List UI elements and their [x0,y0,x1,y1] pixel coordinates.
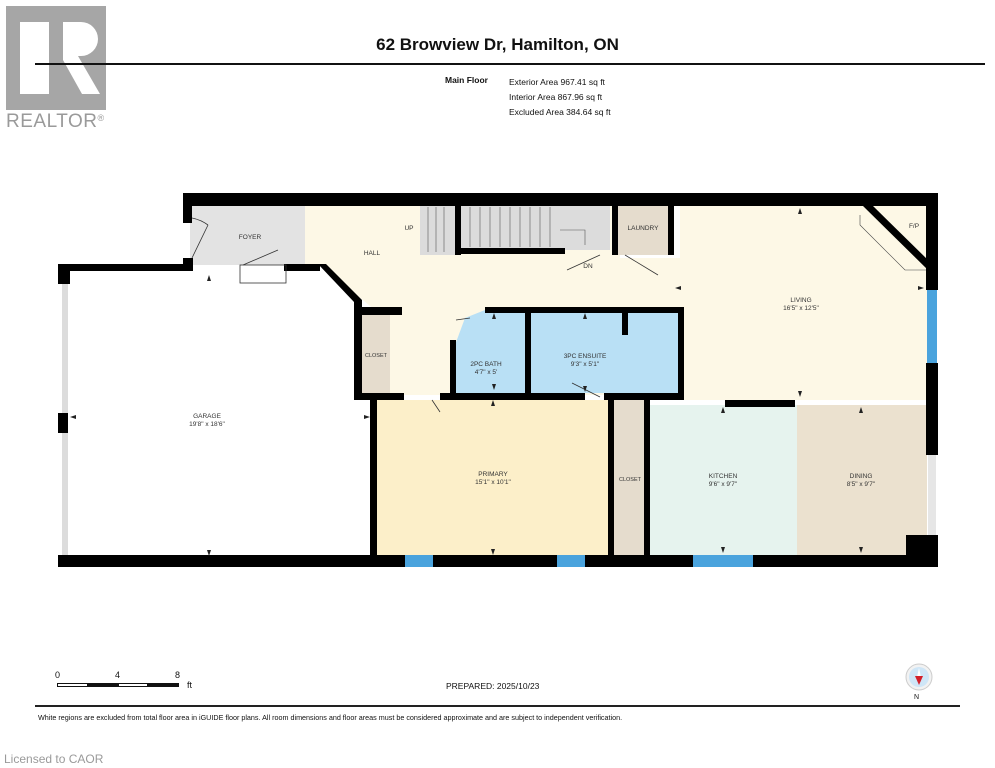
foyer-label: FOYER [239,234,262,241]
primary-dims: 15'1" x 10'1" [475,479,511,486]
scale-tick-0: 0 [55,670,61,680]
exterior-area: Exterior Area 967.41 sq ft [509,77,605,87]
fireplace-outline [859,215,926,271]
scale-segment [147,683,179,687]
scale-tick-8: 8 [175,670,181,680]
title-divider [35,63,985,65]
stairs-up-label: UP [404,225,413,232]
kitchen-area [650,405,798,555]
doors [191,217,659,413]
scale-unit: ft [187,680,193,690]
living-dims: 16'5" x 12'5" [783,305,819,312]
kitchen-label: KITCHEN [709,473,738,480]
primary-area [375,400,612,555]
bath-2pc-dims: 4'7" x 5' [475,369,498,376]
scale-segment [57,683,88,687]
closet-primary-area [614,400,646,555]
realtor-logo [6,6,106,110]
stair-treads [427,207,586,252]
garage-area [62,271,375,560]
dining-dims: 8'5" x 9'7" [847,481,876,488]
interior-area: Interior Area 867.96 sq ft [509,92,603,102]
dining-area [797,405,927,555]
hall-label: HALL [364,250,381,257]
disclaimer: White regions are excluded from total fl… [38,713,623,722]
scale-segment [118,683,148,687]
stairs-up [420,205,455,255]
ensuite-label: 3PC ENSUITE [564,353,607,360]
living-label: LIVING [790,297,811,304]
dining-label: DINING [850,473,873,480]
ensuite-area [530,310,678,393]
north-compass-icon [905,663,933,691]
foyer-area [190,205,305,265]
stairs-down [460,205,610,250]
excluded-area: Excluded Area 384.64 sq ft [509,107,611,117]
compass-label: N [914,694,920,701]
garage-doors [62,284,936,555]
footer-divider [35,705,960,707]
laundry-area [618,205,668,255]
scale-bar: 0 4 8 ft [55,670,205,700]
primary-label: PRIMARY [478,471,508,478]
stairs-down-label: DN [583,263,593,270]
realtor-logo-text: REALTOR® [6,111,105,132]
scale-segment [87,683,119,687]
closet-hall-label: CLOSET [365,353,388,359]
area-summary: Exterior Area 967.41 sq ft Interior Area… [509,75,611,120]
bath-2pc-area [455,310,525,393]
fireplace-label: F/P [909,223,919,230]
garage-dims: 19'8" x 18'6" [189,421,225,428]
laundry-label: LAUNDRY [628,225,660,232]
scale-tick-4: 4 [115,670,121,680]
prepared-date: PREPARED: 2025/10/23 [446,681,540,691]
walls [58,193,938,567]
floor-label: Main Floor [445,75,488,85]
page-title: 62 Browview Dr, Hamilton, ON [376,35,619,54]
license-watermark: Licensed to CAOR [4,752,104,766]
closet-hall-area [360,315,390,393]
realtor-r-logo-icon [20,22,100,94]
closet-primary-label: CLOSET [619,477,642,483]
kitchen-dims: 9'6" x 9'7" [709,481,738,488]
ensuite-dims: 9'3" x 5'1" [571,361,600,368]
garage-label: GARAGE [193,413,221,420]
dimension-markers [70,208,924,556]
bath-2pc-label: 2PC BATH [470,361,502,368]
windows [405,290,937,567]
